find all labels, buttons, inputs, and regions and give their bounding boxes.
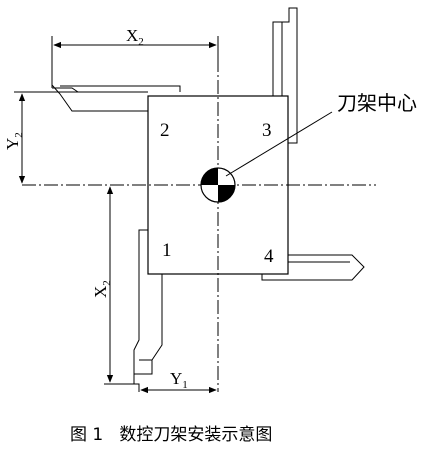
dim-x2-left-main: X [91,286,110,298]
svg-text:X2: X2 [126,26,144,48]
dimension-y1-bottom: Y1 [140,369,217,394]
position-label-2: 2 [160,120,170,141]
dim-y1-bottom-sub: 1 [182,379,188,391]
dimension-x2-left: X2 [91,186,134,385]
dim-x2-top-sub: 2 [138,36,144,48]
position-label-1: 1 [162,240,172,261]
tool-position-3 [272,7,298,144]
dimension-x2-top: X2 [51,26,219,86]
dim-x2-left-sub: 2 [101,280,113,286]
svg-text:X2: X2 [91,280,113,298]
dim-x2-top-main: X [126,26,138,45]
center-label: 刀架中心 [337,91,417,115]
center-leader-line [225,111,333,177]
tool-position-1 [133,229,163,392]
position-label-3: 3 [262,120,272,141]
svg-text:Y2: Y2 [3,132,25,150]
svg-text:Y1: Y1 [170,369,188,391]
position-label-4: 4 [264,246,274,267]
dim-y2-left-sub: 2 [13,132,25,138]
center-marker [200,167,236,203]
dimension-y2-left: Y2 [3,91,26,184]
tool-position-2 [22,83,181,112]
dim-y2-left-main: Y [3,138,22,150]
dim-y1-bottom-main: Y [170,369,182,388]
tool-position-4 [261,254,365,281]
figure-caption: 图 1 数控刀架安装示意图 [70,425,272,445]
